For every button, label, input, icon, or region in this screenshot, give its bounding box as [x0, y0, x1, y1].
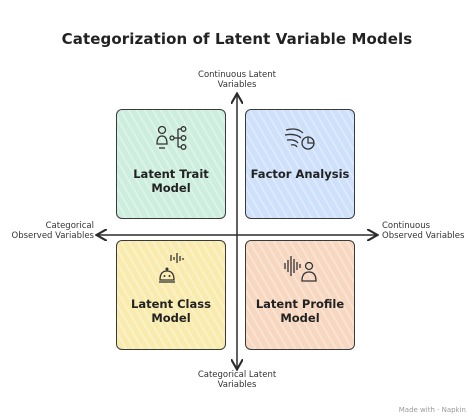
- quadrant-label: Factor Analysis: [250, 167, 350, 181]
- axis-label-bottom: Categorical Latent Variables: [197, 370, 277, 390]
- axis-label-top: Continuous Latent Variables: [198, 70, 276, 90]
- axis-label-left: Categorical Observed Variables: [11, 221, 94, 241]
- quadrant-latent-trait-model: Latent Trait Model: [116, 109, 226, 219]
- axis-label-right: Continuous Observed Variables: [382, 221, 465, 241]
- wind-chart-icon: [284, 128, 315, 150]
- quadrant-latent-profile-model: Latent Profile Model: [245, 240, 355, 350]
- quadrant-latent-class-model: Latent Class Model: [116, 240, 226, 350]
- voice-profile-icon: [284, 256, 317, 282]
- page-title: Categorization of Latent Variable Models: [61, 30, 413, 48]
- quadrant-label: Latent Class Model: [131, 297, 211, 325]
- hierarchy-person-icon: [156, 125, 187, 150]
- quadrant-factor-analysis: Factor Analysis: [245, 109, 355, 219]
- quadrant-label: Latent Trait Model: [133, 167, 209, 195]
- voice-assistant-icon: [159, 253, 184, 283]
- quadrant-label: Latent Profile Model: [255, 297, 345, 325]
- footer-credit: Made with · Napkin: [398, 406, 466, 414]
